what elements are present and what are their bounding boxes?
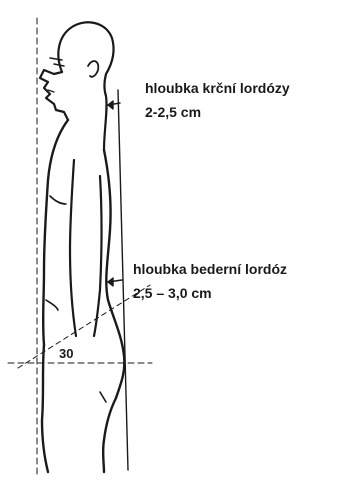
brow — [50, 58, 62, 60]
cervical-lordosis-value: 2-2,5 cm — [145, 105, 201, 119]
arm-back — [94, 176, 102, 336]
cervical-arrowhead — [108, 101, 113, 109]
lumbar-lordosis-label: hloubka bederní lordóz — [133, 262, 287, 276]
leg-front — [42, 345, 48, 472]
pelvic-tilt-line — [18, 285, 150, 368]
ear — [88, 61, 98, 77]
lumbar-lordosis-value: 2,5 – 3,0 cm — [133, 286, 212, 300]
eye — [54, 64, 64, 66]
chest-curve — [50, 196, 66, 204]
front-torso — [43, 120, 68, 345]
back-contour — [104, 150, 124, 398]
abdomen-curve — [46, 300, 58, 310]
face-profile — [40, 70, 68, 120]
arm-front — [70, 160, 76, 336]
cervical-lordosis-label: hloubka krční lordózy — [145, 81, 290, 95]
lumbar-arrowhead — [108, 278, 113, 286]
knee-mark — [100, 392, 106, 402]
leg-back — [103, 398, 116, 472]
neck-back — [104, 96, 107, 150]
pelvic-angle-label: 30 — [59, 347, 73, 360]
head-outline — [58, 22, 113, 96]
